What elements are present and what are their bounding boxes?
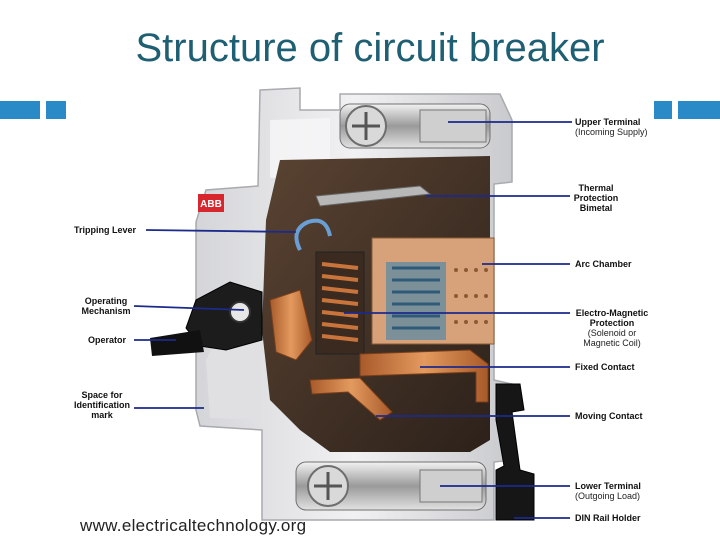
label-thermal-line-1: Thermal xyxy=(578,183,614,193)
label-electro-note-1: (Solenoid or xyxy=(587,328,637,338)
fixed-contact-copper xyxy=(359,349,489,403)
label-identification-mark: Space for Identification mark xyxy=(70,390,134,420)
label-moving-contact-text: Moving Contact xyxy=(575,411,643,421)
label-fixed-contact: Fixed Contact xyxy=(575,362,635,372)
accent-square-left xyxy=(46,101,66,119)
label-thermal-protection: Thermal Protection Bimetal xyxy=(573,183,619,213)
label-thermal-line-2: Protection xyxy=(573,193,619,203)
din-rail-holder-clip xyxy=(495,383,535,521)
label-upper-terminal-note: (Incoming Supply) xyxy=(575,127,648,137)
leader-tripping-lever xyxy=(145,229,297,233)
tripping-spring xyxy=(294,218,332,251)
arc-chamber xyxy=(371,237,495,345)
label-lower-terminal: Lower Terminal (Outgoing Load) xyxy=(575,481,641,501)
label-operator: Operator xyxy=(88,335,126,345)
label-electro-line-2: Protection xyxy=(589,318,635,328)
label-identification-line-2: Identification xyxy=(74,400,130,410)
moving-contact-copper xyxy=(309,377,393,421)
label-moving-contact: Moving Contact xyxy=(575,411,643,421)
label-arc-chamber-text: Arc Chamber xyxy=(575,259,632,269)
label-tripping-lever: Tripping Lever xyxy=(74,225,136,235)
abb-logo: ABB xyxy=(198,194,224,212)
label-fixed-contact-text: Fixed Contact xyxy=(575,362,635,372)
abb-logo-text: ABB xyxy=(200,199,222,210)
leader-operating-mechanism xyxy=(133,305,245,311)
label-operator-text: Operator xyxy=(88,335,127,345)
label-upper-terminal: Upper Terminal (Incoming Supply) xyxy=(575,117,648,137)
label-electro-magnetic: Electro-Magnetic Protection (Solenoid or… xyxy=(573,308,651,348)
accent-square-right xyxy=(654,101,672,119)
label-operating-mechanism: Operating Mechanism xyxy=(78,296,134,316)
label-thermal-line-3: Bimetal xyxy=(579,203,613,213)
accent-bar-right xyxy=(678,101,720,119)
label-arc-chamber: Arc Chamber xyxy=(575,259,632,269)
accent-bar-left xyxy=(0,101,40,119)
label-din-rail-holder: DIN Rail Holder xyxy=(575,513,641,523)
upper-terminal-screw xyxy=(339,103,491,149)
slide-title: Structure of circuit breaker xyxy=(135,26,605,70)
label-electro-line-1: Electro-Magnetic xyxy=(575,308,649,318)
source-watermark: www.electricaltechnology.org xyxy=(80,516,307,535)
label-electro-note-2: Magnetic Coil) xyxy=(583,338,641,348)
leader-lines xyxy=(133,121,572,519)
label-operating-line-2: Mechanism xyxy=(81,306,131,316)
label-din-rail-text: DIN Rail Holder xyxy=(575,513,641,523)
label-identification-line-3: mark xyxy=(91,410,113,420)
label-lower-terminal-text: Lower Terminal xyxy=(575,481,641,491)
label-tripping-lever-text: Tripping Lever xyxy=(74,225,137,235)
operator-knob xyxy=(150,281,263,356)
label-identification-line-1: Space for xyxy=(81,390,123,400)
mechanism-links xyxy=(269,289,313,361)
label-upper-terminal-text: Upper Terminal xyxy=(575,117,641,127)
magnetic-coil xyxy=(315,251,365,355)
label-operating-line-1: Operating xyxy=(84,296,128,306)
label-lower-terminal-note: (Outgoing Load) xyxy=(575,491,641,501)
thermal-bimetal xyxy=(315,185,432,207)
lower-terminal-screw xyxy=(295,461,487,511)
